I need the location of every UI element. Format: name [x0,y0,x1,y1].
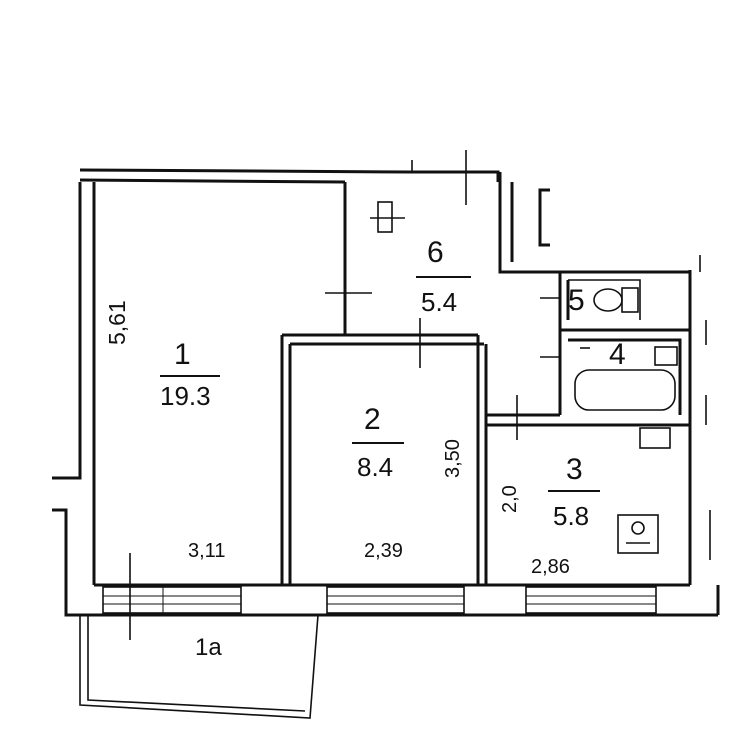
room-4-number: 4 [609,338,626,371]
room-1-width-dimension: 3,11 [188,540,226,562]
windows [102,586,657,614]
room-2-divider [352,442,404,444]
room-5-number: 5 [568,284,585,317]
stove-icon [617,514,659,554]
exterior-walls [52,168,720,617]
room-1a-label: 1a [195,634,222,661]
fixtures [370,188,711,560]
room-6-divider [416,276,471,278]
bathtub-icon [574,369,676,411]
toilet-icon [593,288,623,312]
room-3-height-dimension: 2,0 [499,485,521,513]
room-2-number: 2 [364,403,381,436]
interior-walls [280,182,690,585]
room-3-area: 5.8 [553,501,590,531]
room-1-area: 19.3 [160,381,211,411]
room-3-divider [548,490,600,492]
room-3-number: 3 [566,453,583,486]
room-1-divider [160,375,220,377]
balcony-outline [79,614,319,719]
room-1-height-dimension: 5,61 [104,300,130,345]
room-6-number: 6 [427,236,444,269]
room-2-width-dimension: 2,39 [364,540,403,562]
room-2-height-dimension: 3,50 [442,439,464,478]
room-6-area: 5.4 [421,287,458,317]
room-3-width-dimension: 2,86 [531,556,570,578]
room-1-number: 1 [174,338,191,371]
room-2-area: 8.4 [357,452,394,482]
